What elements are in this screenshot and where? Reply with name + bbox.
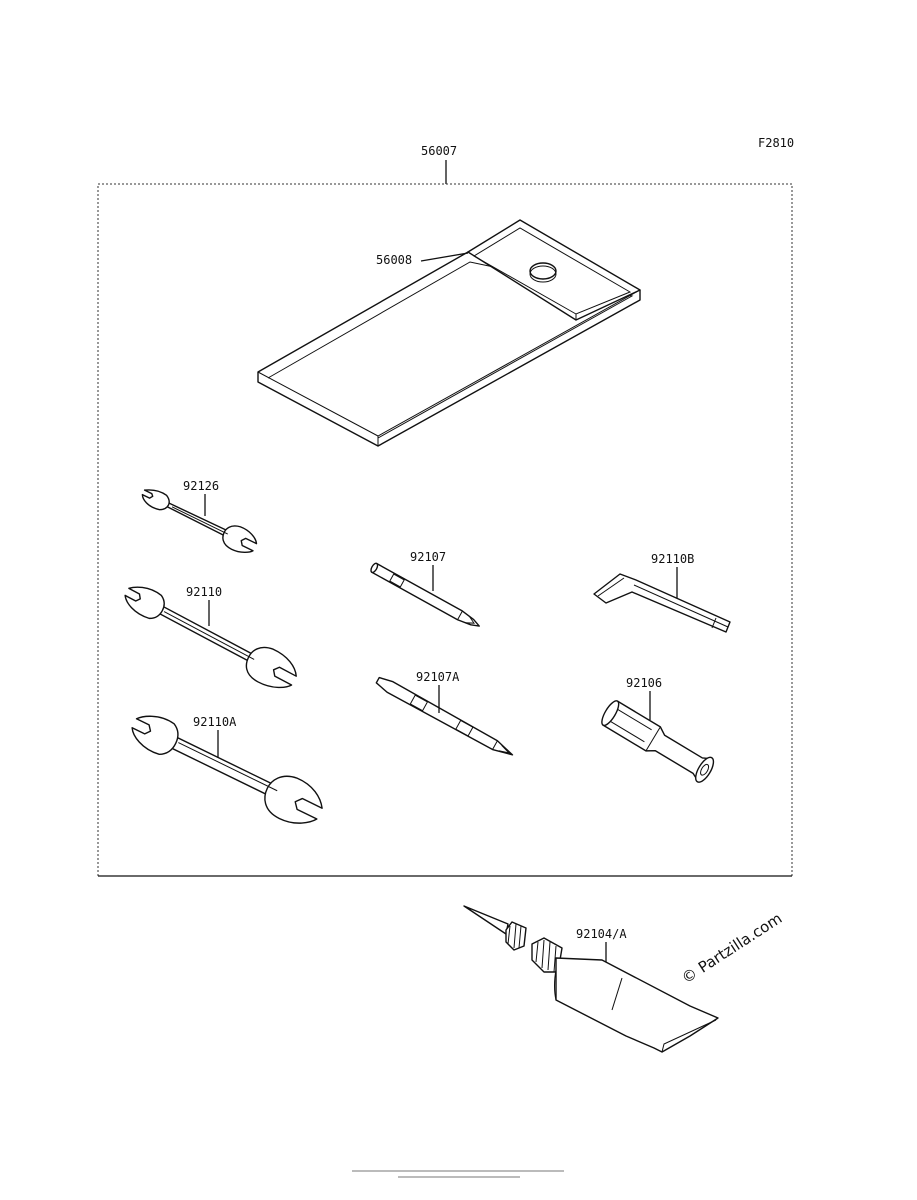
label-screwdriver-handle[interactable]: 92107 bbox=[410, 550, 446, 564]
open-end-wrench-icon-large[interactable] bbox=[125, 703, 329, 833]
open-end-wrench-icon-small[interactable] bbox=[138, 482, 260, 558]
sealant-tube-icon[interactable] bbox=[463, 905, 719, 1053]
socket-tool-icon[interactable] bbox=[599, 699, 717, 785]
label-wrench-medium[interactable]: 92110 bbox=[186, 585, 222, 599]
label-pouch[interactable]: 56008 bbox=[376, 253, 412, 267]
screwdriver-icon-handle[interactable] bbox=[370, 562, 482, 630]
screwdriver-icon-bit[interactable] bbox=[375, 675, 516, 760]
label-socket-tool[interactable]: 92106 bbox=[626, 676, 662, 690]
kit-frame-dashed bbox=[97, 183, 793, 876]
hex-key-icon[interactable] bbox=[593, 573, 731, 633]
label-sealant-tube[interactable]: 92104/A bbox=[576, 927, 627, 941]
label-wrench-large[interactable]: 92110A bbox=[193, 715, 237, 729]
label-screwdriver-bit[interactable]: 92107A bbox=[416, 670, 460, 684]
label-hex-key[interactable]: 92110B bbox=[651, 552, 694, 566]
leader-pouch bbox=[420, 252, 469, 262]
footer-decoration bbox=[352, 1170, 564, 1178]
open-end-wrench-icon-medium[interactable] bbox=[119, 576, 303, 697]
label-kit[interactable]: 56007 bbox=[421, 144, 457, 158]
label-wrench-small[interactable]: 92126 bbox=[183, 479, 219, 493]
figure-code: F2810 bbox=[758, 136, 794, 150]
watermark: © Partzilla.com bbox=[678, 909, 785, 987]
tool-pouch-icon[interactable] bbox=[257, 219, 641, 447]
